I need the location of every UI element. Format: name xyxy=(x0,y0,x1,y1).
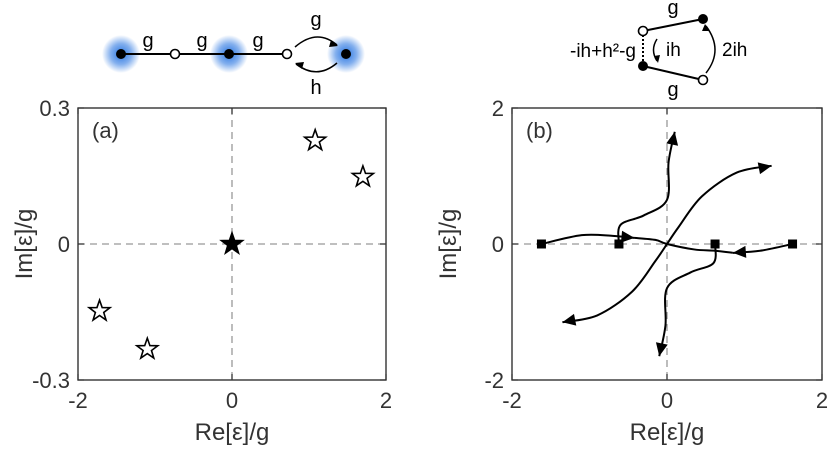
backward-hop-arrowhead xyxy=(295,62,304,69)
x-tick-label: -2 xyxy=(502,388,522,413)
top-bond-label: g xyxy=(667,0,678,19)
x-tick-label: 2 xyxy=(380,388,392,413)
eigenvalue-trajectory-2 xyxy=(634,236,733,254)
trajectory-start-square-3 xyxy=(710,239,720,249)
x-tick-label: 0 xyxy=(661,388,673,413)
lattice-diagram-a: g g g g h xyxy=(102,9,365,99)
trajectory-arrowhead-1 xyxy=(620,230,635,243)
panel-label: (b) xyxy=(526,118,553,143)
inner-coupling-arrowhead xyxy=(654,55,660,63)
left-coupling-label: -ih+h²-g xyxy=(570,41,636,62)
x-tick-label: 2 xyxy=(816,388,828,413)
eigenvalue-trajectory-5 xyxy=(658,243,717,357)
trajectory-start-square-4 xyxy=(788,239,798,249)
trajectory-start-square-1 xyxy=(536,239,546,249)
y-axis-label: Im[ε]/g xyxy=(435,209,462,280)
eigenvalue-star-open xyxy=(350,163,376,188)
top-bond xyxy=(642,18,704,32)
eigenvalue-star-open xyxy=(302,127,328,152)
eigenvalue-trajectory-7 xyxy=(562,243,668,324)
eigenvalue-star-open xyxy=(134,335,161,361)
bottom-bond xyxy=(642,65,704,81)
x-axis-label: Re[ε]/g xyxy=(195,419,270,446)
right-coupling-arrowhead xyxy=(702,24,710,31)
panel-label: (a) xyxy=(92,118,119,143)
forward-hop-label: g xyxy=(310,9,321,31)
eigenvalue-star-open xyxy=(86,297,113,322)
site-open-2 xyxy=(169,48,181,60)
trajectory-arrowhead-5 xyxy=(655,342,668,357)
y-axis-label: Im[ε]/g xyxy=(11,209,38,280)
y-tick-label: 0 xyxy=(492,232,504,257)
site-filled-3 xyxy=(224,49,234,59)
site-open-bottom-right xyxy=(697,74,709,86)
trajectory-arrowhead-4 xyxy=(666,131,679,146)
trajectory-arrowhead-3 xyxy=(732,245,747,258)
site-open-4 xyxy=(281,48,293,60)
y-tick-label: -2 xyxy=(484,368,504,393)
bond-label-2: g xyxy=(196,30,207,52)
eigenvalue-star-filled xyxy=(219,230,245,255)
bottom-bond-label: g xyxy=(667,79,678,101)
right-coupling-arrow xyxy=(705,25,716,74)
panel-a: -2 0 2 -0.3 0 0.3Re[ε]/g Im[ε]/g (a) xyxy=(11,96,392,446)
site-filled-1 xyxy=(116,49,126,59)
forward-hop-arrowhead xyxy=(329,40,338,47)
eigenvalue-trajectory-4 xyxy=(617,131,676,245)
trajectory-arrowhead-7 xyxy=(562,313,577,326)
backward-hop-label: h xyxy=(310,77,321,99)
trajectory-start-square-2 xyxy=(614,239,624,249)
lattice-diagram-b: g g -ih+h²-g ih 2ih xyxy=(570,0,747,101)
x-tick-label: -2 xyxy=(68,388,88,413)
site-filled-top-right xyxy=(698,14,708,24)
y-tick-label: 0 xyxy=(58,232,70,257)
eigenvalue-trajectory-6 xyxy=(666,164,772,245)
trajectory-arrowhead-6 xyxy=(757,162,772,175)
inner-coupling-label: ih xyxy=(666,40,681,61)
x-tick-label: 0 xyxy=(226,388,238,413)
bond-label-1: g xyxy=(142,30,153,52)
y-tick-label: 2 xyxy=(492,96,504,121)
bond-label-3: g xyxy=(252,30,263,52)
y-tick-label: 0.3 xyxy=(39,96,70,121)
x-axis-label: Re[ε]/g xyxy=(630,419,705,446)
site-filled-5 xyxy=(341,49,351,59)
site-open-top-left xyxy=(637,25,649,37)
site-filled-bottom-left xyxy=(638,61,648,71)
y-tick-label: -0.3 xyxy=(32,368,70,393)
right-coupling-label: 2ih xyxy=(722,40,747,61)
panel-b: -2 0 2 -2 0 2Re[ε]/g Im[ε]/g (b) xyxy=(435,96,828,446)
